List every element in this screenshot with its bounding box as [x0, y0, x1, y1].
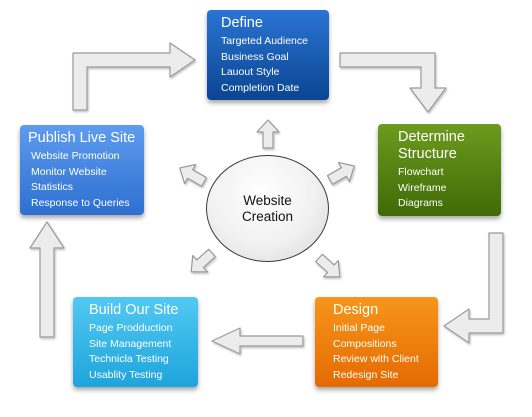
determine-item: Flowchart: [398, 166, 444, 178]
cycle-arrow-publish-to-define: [72, 42, 196, 111]
center-label-line2: Creation: [241, 208, 294, 224]
define-item: Completion Date: [221, 81, 300, 94]
design-item: Review with Client: [333, 353, 419, 365]
design-item: Initial Page: [333, 322, 385, 334]
design-list: Initial Page Compositions Review with Cl…: [333, 321, 438, 383]
cycle-arrow-design-to-build: [211, 327, 304, 355]
determine-item: Diagrams: [398, 197, 443, 209]
cycle-arrow-define-to-determine: [339, 52, 447, 113]
define-item: Business Goal: [221, 50, 289, 63]
publish-item: Response to Queries: [31, 196, 130, 209]
publish-item: Website Promotion: [31, 150, 120, 162]
design-title: Design: [333, 302, 379, 318]
cycle-arrow-build-to-publish: [29, 221, 65, 338]
center-label-line1: Website: [243, 192, 292, 208]
build-item: Technicla Testing: [89, 353, 169, 365]
build-item: Site Management: [89, 337, 172, 350]
determine-title-line2: Structure: [398, 146, 457, 162]
cycle-arrow-determine-to-design: [443, 232, 504, 344]
publish-item: Statistics: [31, 181, 74, 193]
determine-title-line1: Determine: [398, 129, 465, 145]
radial-arrow-to-build: [190, 248, 216, 273]
publish-title: Publish Live Site: [28, 130, 136, 146]
determine-list: Flowchart Wireframe Diagrams: [398, 165, 501, 212]
build-title: Build Our Site: [89, 302, 179, 318]
design-box: Design Initial Page Compositions Review …: [315, 297, 438, 387]
build-site-box: Build Our Site Page Prodduction Site Man…: [73, 297, 198, 387]
publish-item: Monitor Website: [31, 165, 107, 178]
define-item: Targeted Audience: [221, 35, 308, 47]
design-item: Redesign Site: [333, 368, 399, 381]
build-item: Usablity Testing: [89, 368, 163, 381]
publish-list: Website Promotion Monitor Website Statis…: [28, 149, 144, 211]
determine-item: Wireframe: [398, 181, 447, 194]
define-box: Define Targeted Audience Business Goal L…: [207, 10, 329, 100]
center-ellipse: Website Creation: [206, 155, 329, 262]
define-title: Define: [221, 15, 263, 31]
design-item: Compositions: [333, 337, 397, 350]
determine-structure-box: Determine Structure Flowchart Wireframe …: [378, 124, 501, 216]
radial-arrow-to-determine: [326, 161, 355, 185]
define-list: Targeted Audience Business Goal Lauout S…: [221, 34, 329, 96]
radial-arrow-to-publish: [179, 163, 208, 187]
build-list: Page Prodduction Site Management Technic…: [89, 321, 198, 383]
define-item: Lauout Style: [221, 66, 280, 78]
publish-live-site-box: Publish Live Site Website Promotion Moni…: [20, 125, 144, 215]
radial-arrow-to-define: [256, 119, 280, 149]
build-item: Page Prodduction: [89, 322, 173, 334]
radial-arrow-to-design: [315, 253, 341, 278]
